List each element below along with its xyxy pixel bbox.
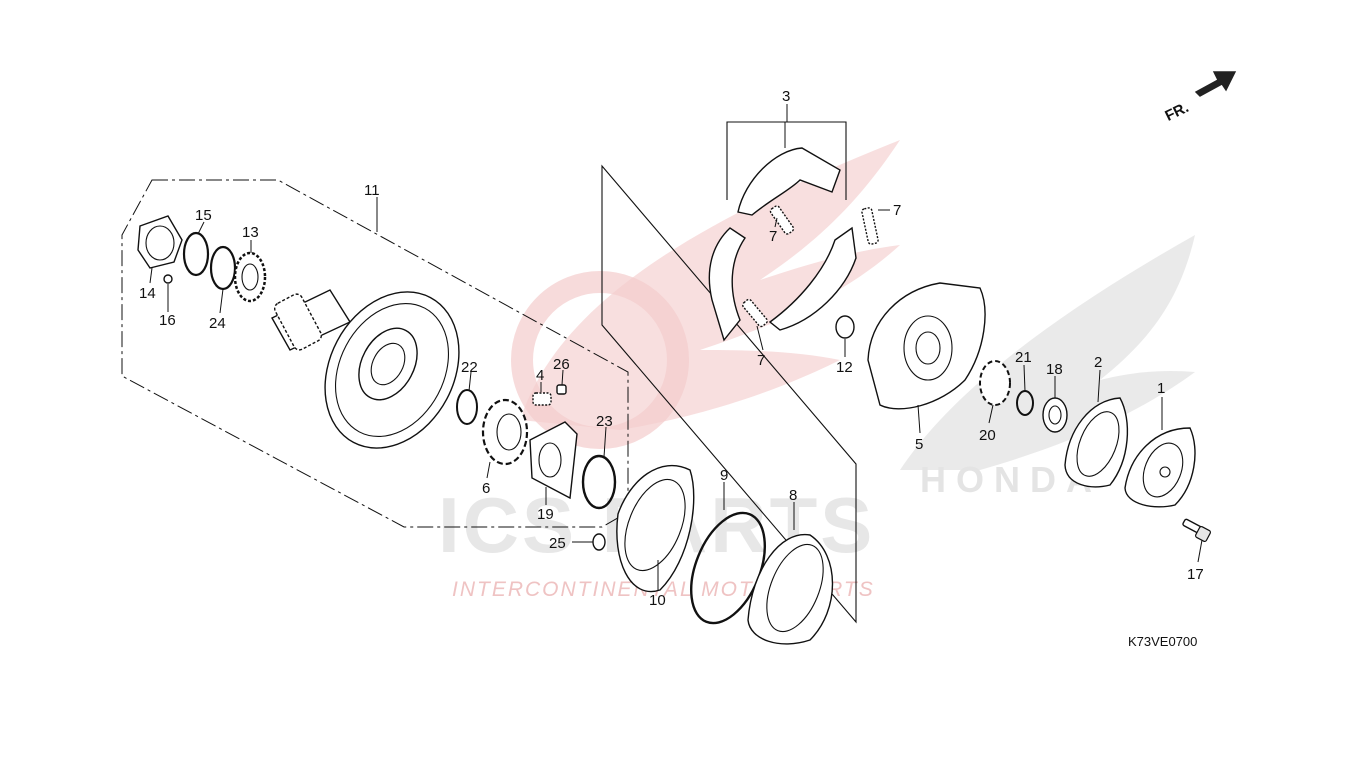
callout-12: 12 <box>836 359 853 376</box>
leader-lines <box>149 104 1203 590</box>
callout-15: 15 <box>195 207 212 224</box>
callout-26: 26 <box>553 356 570 373</box>
callout-22: 22 <box>461 359 478 376</box>
clutch-kit-solid-outline <box>601 164 857 624</box>
part-17-bolt <box>1182 518 1212 543</box>
callout-2: 2 <box>1094 354 1102 371</box>
callout-5: 5 <box>915 436 923 453</box>
part-4-spring <box>532 392 552 406</box>
callout-18: 18 <box>1046 361 1063 378</box>
callout-16: 16 <box>159 312 176 329</box>
direction-label: FR. <box>1162 99 1191 125</box>
part-24-o-ring <box>209 245 237 291</box>
callout-21: 21 <box>1015 349 1032 366</box>
callout-7-b: 7 <box>893 202 901 219</box>
watermark: HONDA ICS PARTS INTERCONTINENTAL MOTOR P… <box>438 140 1195 601</box>
part-1-cover <box>1124 427 1196 508</box>
callout-3: 3 <box>782 88 790 105</box>
callout-8: 8 <box>789 487 797 504</box>
part-10-gasket <box>616 464 695 593</box>
watermark-brand: HONDA <box>920 459 1102 500</box>
clutch-assembly-dashed-outline <box>121 179 629 528</box>
callout-9: 9 <box>720 467 728 484</box>
part-16-nut <box>163 274 173 284</box>
callout-23: 23 <box>596 413 613 430</box>
callout-6: 6 <box>482 480 490 497</box>
part-8-gasket <box>747 533 834 645</box>
part-23-snap-ring <box>581 454 617 510</box>
callout-17: 17 <box>1187 566 1204 583</box>
part-14-drive-face-boss <box>137 215 183 284</box>
part-5-drive-plate <box>867 282 986 410</box>
part-20-one-way-clutch <box>979 360 1011 406</box>
arrow-right-icon <box>1194 71 1237 97</box>
part-3-clutch-shoe-set <box>708 147 857 342</box>
callout-11: 11 <box>364 182 380 199</box>
callout-labels: 1 2 3 4 5 6 7 7 7 8 9 10 11 12 13 14 15 … <box>139 88 1204 609</box>
part-7-spring-a <box>769 205 795 235</box>
callout-7-a: 7 <box>769 228 777 245</box>
watermark-gear-icon <box>511 271 689 449</box>
callout-4: 4 <box>536 367 544 384</box>
callout-25: 25 <box>549 535 566 552</box>
part-7-spring-c <box>742 298 768 328</box>
part-7-spring-b <box>861 207 879 245</box>
part-6-one-way-clutch <box>481 398 529 466</box>
diagram-reference-code: K73VE0700 <box>1128 634 1197 649</box>
callout-24: 24 <box>209 315 226 332</box>
part-13-gear <box>233 251 267 303</box>
part-19-plate <box>529 421 578 500</box>
callout-19: 19 <box>537 506 554 523</box>
part-12-collar <box>835 315 855 339</box>
callout-14: 14 <box>139 285 156 302</box>
part-11-clutch-outer <box>271 289 460 449</box>
callout-1: 1 <box>1157 380 1165 397</box>
front-direction-arrow: FR. <box>1162 71 1237 125</box>
callout-10: 10 <box>649 592 666 609</box>
part-26-pin <box>556 384 567 395</box>
part-25-clip <box>592 533 606 551</box>
callout-7-c: 7 <box>757 352 765 369</box>
part-18-bearing <box>1042 397 1068 433</box>
part-22-o-ring <box>456 389 478 425</box>
part-2-gasket <box>1064 397 1129 488</box>
callout-13: 13 <box>242 224 259 241</box>
part-15-circlip <box>182 231 210 277</box>
callout-20: 20 <box>979 427 996 444</box>
